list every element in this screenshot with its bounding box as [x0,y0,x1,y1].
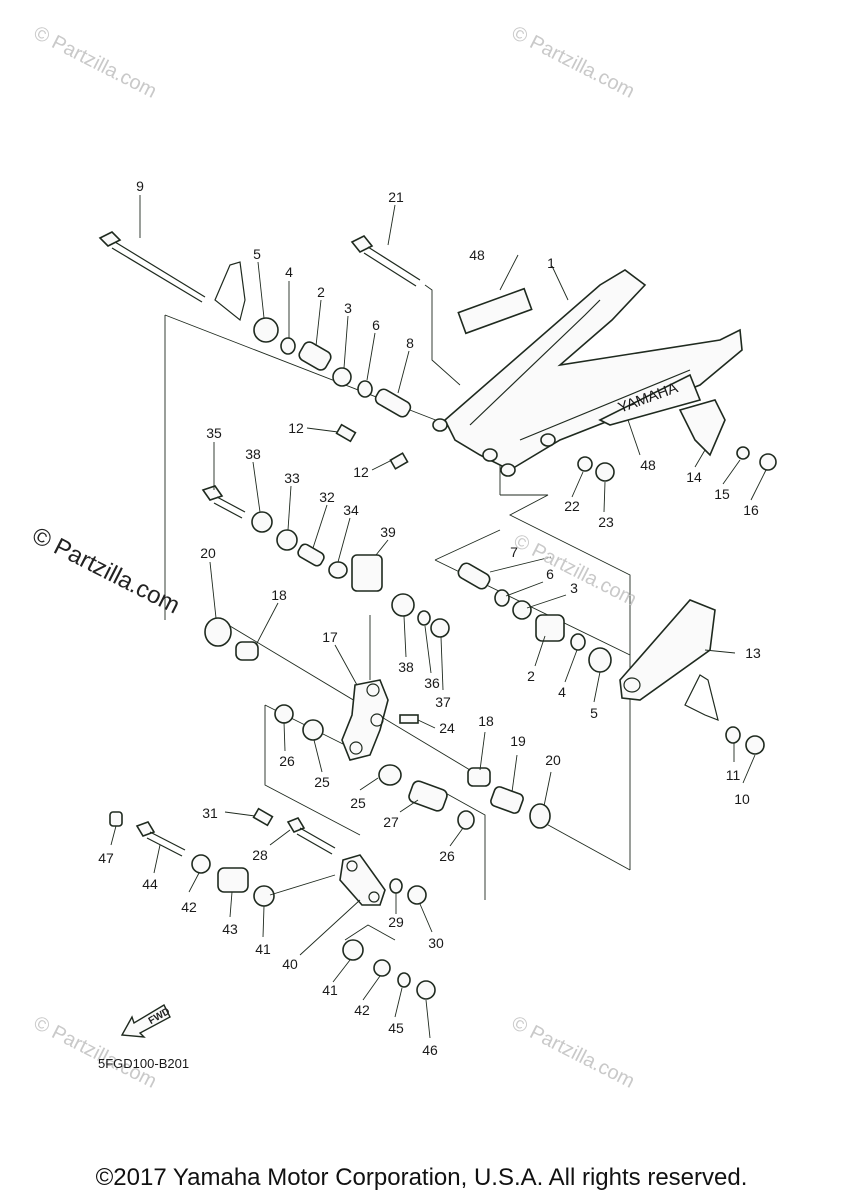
callout-13: 13 [745,645,761,661]
callout-22: 22 [564,498,580,514]
callout-34: 34 [343,502,359,518]
callout-48: 48 [640,457,656,473]
callout-2: 2 [317,284,325,300]
callout-4: 4 [285,264,293,280]
callout-10: 10 [734,791,750,807]
swingarm [432,269,743,477]
callout-23: 23 [598,514,614,530]
callout-18: 18 [478,713,494,729]
callout-30: 30 [428,935,444,951]
callout-42: 42 [181,899,197,915]
callout-26: 26 [279,753,295,769]
callout-41: 41 [255,941,271,957]
callout-1: 1 [547,255,555,271]
callout-17: 17 [322,629,338,645]
callout-7: 7 [510,544,518,560]
grease-nipples [109,423,419,827]
callout-15: 15 [714,486,730,502]
callout-2: 2 [527,668,535,684]
callout-16: 16 [743,502,759,518]
relay-arm [341,679,389,761]
callout-43: 43 [222,921,238,937]
bolt-21 [350,234,421,287]
connecting-rod [339,854,386,906]
callout-20: 20 [545,752,561,768]
callout-48: 48 [469,247,485,263]
callout-25: 25 [314,774,330,790]
bolt-28 [286,817,336,855]
callout-42: 42 [354,1002,370,1018]
callout-27: 27 [383,814,399,830]
callout-6: 6 [546,566,554,582]
callout-38: 38 [398,659,414,675]
callout-9: 9 [136,178,144,194]
callout-5: 5 [590,705,598,721]
chain-guide [619,599,716,701]
callout-46: 46 [422,1042,438,1058]
callout-14: 14 [686,469,702,485]
callout-21: 21 [388,189,404,205]
brackets [214,261,719,721]
callout-41: 41 [322,982,338,998]
callout-47: 47 [98,850,114,866]
callout-44: 44 [142,876,158,892]
callout-3: 3 [344,300,352,316]
callout-20: 20 [200,545,216,561]
callout-24: 24 [439,720,455,736]
forward-arrow-icon [120,1004,171,1038]
callout-5: 5 [253,246,261,262]
callout-11: 11 [725,767,741,783]
copyright-notice: ©2017 Yamaha Motor Corporation, U.S.A. A… [95,1164,748,1191]
callout-19: 19 [510,733,526,749]
callout-4: 4 [558,684,566,700]
callout-25: 25 [350,795,366,811]
callout-31: 31 [202,805,218,821]
callout-12: 12 [288,420,304,436]
callout-37: 37 [435,694,451,710]
bolt-35 [201,485,246,519]
callout-12: 12 [353,464,369,480]
leader-lines [110,195,767,1039]
callout-32: 32 [319,489,335,505]
bearings-and-collars [191,317,777,1000]
callout-26: 26 [439,848,455,864]
callout-45: 45 [388,1020,404,1036]
callout-35: 35 [206,425,222,441]
callout-28: 28 [252,847,268,863]
callout-33: 33 [284,470,300,486]
chain-support [678,399,726,457]
pivot-shaft [98,231,206,303]
diagram-code: 5FGD100-B201 [98,1056,190,1071]
callout-18: 18 [271,587,287,603]
callout-6: 6 [372,317,380,333]
callout-8: 8 [406,335,414,351]
bolt-44 [135,821,186,857]
callout-29: 29 [388,914,404,930]
callout-3: 3 [570,580,578,596]
callout-36: 36 [424,675,440,691]
callout-39: 39 [380,524,396,540]
callout-40: 40 [282,956,298,972]
callout-38: 38 [245,446,261,462]
